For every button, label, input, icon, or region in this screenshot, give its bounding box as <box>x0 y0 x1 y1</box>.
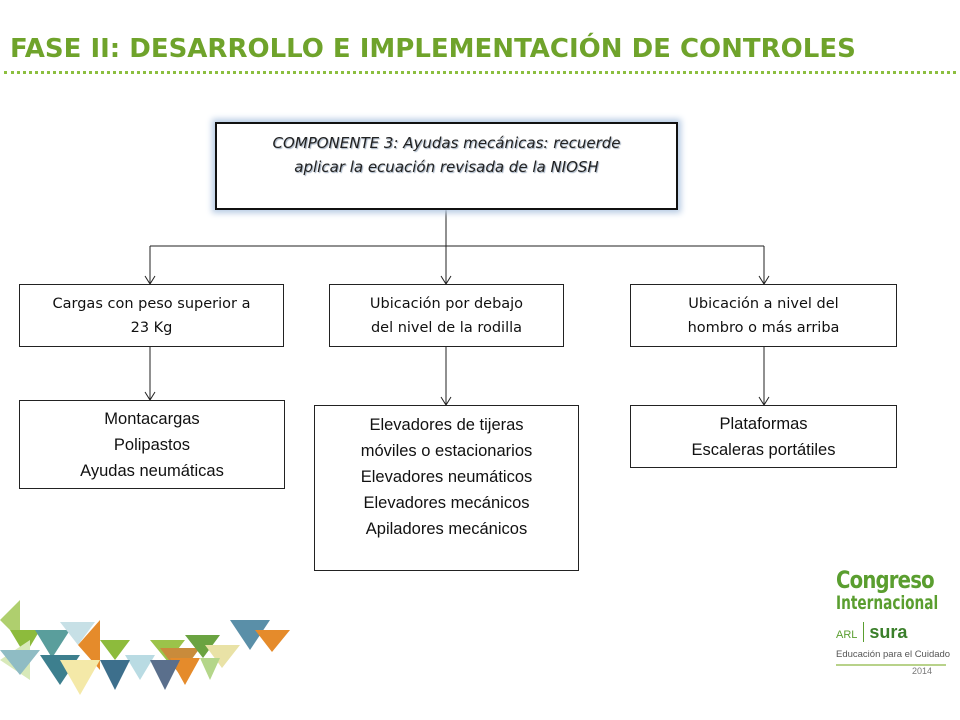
category-line: Cargas con peso superior a <box>52 295 251 312</box>
equipment-item: Elevadores mecánicos <box>363 494 530 512</box>
category-line: del nivel de la rodilla <box>370 319 523 336</box>
equipment-item: Polipastos <box>113 435 191 454</box>
category-line: 23 Kg <box>130 319 173 336</box>
equipment-item: móviles o estacionarios <box>360 442 533 460</box>
sura-text: sura <box>863 622 908 642</box>
equipment-item: Ayudas neumáticas <box>80 461 224 480</box>
category-line: hombro o más arriba <box>687 319 840 336</box>
component-line-1: COMPONENTE 3: Ayudas mecánicas: recuerde <box>272 134 621 152</box>
slide-title: FASE II: DESARROLLO E IMPLEMENTACIÓN DE … <box>10 34 856 64</box>
equipment-item: Elevadores de tijeras <box>369 416 524 434</box>
category-box-weight: Cargas con peso superior a 23 Kg <box>19 284 284 347</box>
equipment-item: Montacargas <box>104 409 200 428</box>
logo-arl: ARL sura <box>836 622 946 643</box>
equipment-item: Plataformas <box>719 414 808 433</box>
category-box-shoulder: Ubicación a nivel del hombro o más arrib… <box>630 284 897 347</box>
equipment-item: Elevadores neumáticos <box>360 468 533 486</box>
equipment-item: Escaleras portátiles <box>691 440 836 459</box>
logo-line-1: Congreso <box>836 566 935 594</box>
category-line: Ubicación a nivel del <box>688 295 839 312</box>
logo-line-2: Internacional <box>836 592 939 614</box>
equipment-item: Apiladores mecánicos <box>365 520 528 538</box>
logo-tagline: Educación para el Cuidado <box>836 649 951 660</box>
component-box: COMPONENTE 3: Ayudas mecánicas: recuerde… <box>215 122 678 210</box>
logo-year: 2014 <box>836 664 946 676</box>
component-line-2: aplicar la ecuación revisada de la NIOSH <box>294 158 599 176</box>
title-dotted-rule <box>4 71 956 74</box>
equipment-box-weight: Montacargas Polipastos Ayudas neumáticas <box>19 400 285 489</box>
equipment-box-below-knee: Elevadores de tijeras móviles o estacion… <box>314 405 579 571</box>
arl-text: ARL <box>836 629 858 641</box>
equipment-box-shoulder: Plataformas Escaleras portátiles <box>630 405 897 468</box>
category-box-below-knee: Ubicación por debajo del nivel de la rod… <box>329 284 564 347</box>
congress-logo: Congreso Internacional ARL sura Educación… <box>836 566 951 676</box>
category-line: Ubicación por debajo <box>369 295 524 312</box>
decorative-triangles <box>0 600 290 695</box>
